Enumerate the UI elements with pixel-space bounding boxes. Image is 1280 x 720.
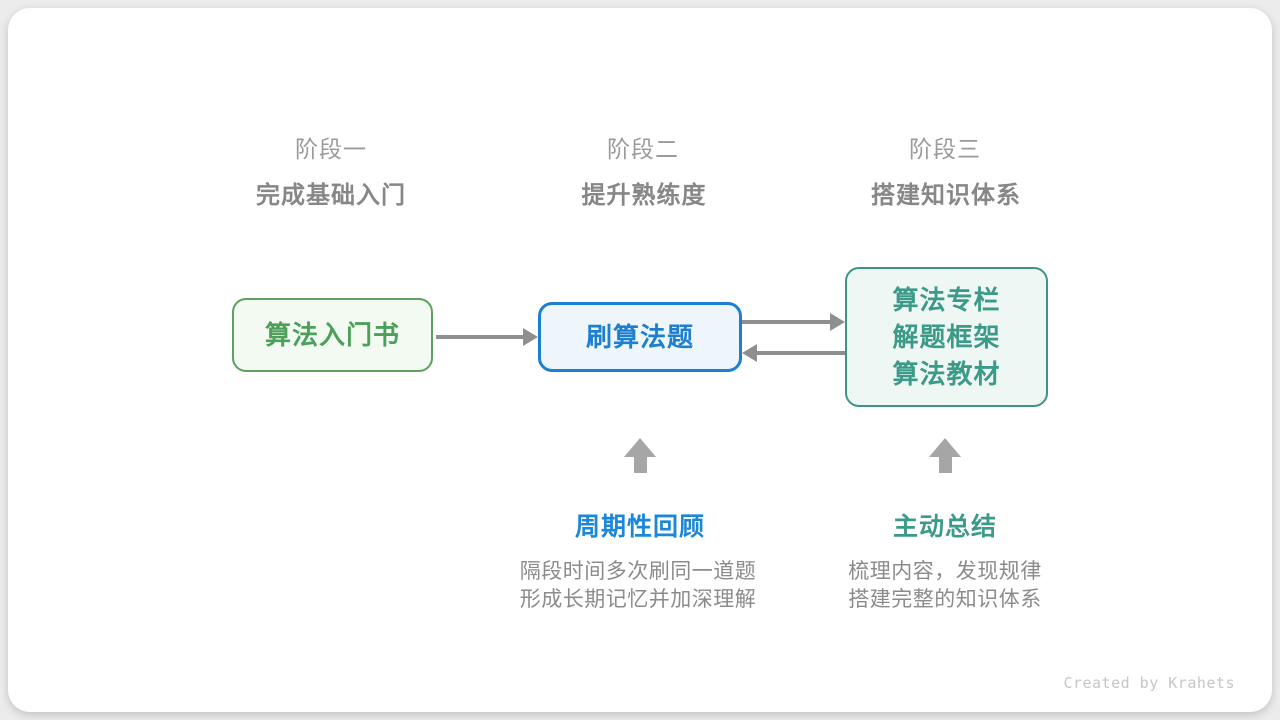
stage-2-subtitle: 提升熟练度 [581,182,707,209]
node-label: 算法专栏 [892,284,1001,315]
node-label: 解题框架 [892,321,1001,352]
diagram-card: 阶段一 阶段二 阶段三 完成基础入门 提升熟练度 搭建知识体系 算法入门书 刷算… [8,8,1272,712]
arrow-shaft [742,320,831,324]
node-label: 算法教材 [892,358,1001,389]
up-arrow-stem [634,456,647,473]
arrow-head-right [830,313,845,331]
stage-3-subtitle: 搭建知识体系 [871,182,1021,209]
desc-line: 形成长期记忆并加深理解 [519,588,757,611]
stage-2-label: 阶段二 [607,136,679,162]
up-arrow-head [929,438,961,457]
credit-text: Created by Krahets [1063,674,1235,692]
desc-line: 隔段时间多次刷同一道题 [519,560,757,583]
stage-3-label: 阶段三 [909,136,981,162]
arrow-shaft [436,335,525,339]
node-label: 算法入门书 [264,319,400,350]
node-algorithm-intro-book: 算法入门书 [232,298,433,372]
node-solve-algorithm-problems: 刷算法题 [538,302,742,372]
stage-1-label: 阶段一 [295,136,367,162]
node-knowledge-resources: 算法专栏 解题框架 算法教材 [845,267,1048,407]
annotation-active-summary-desc: 梳理内容，发现规律 搭建完整的知识体系 [775,558,1115,614]
arrow-head-left [742,344,757,362]
up-arrow-stem [939,456,952,473]
desc-line: 搭建完整的知识体系 [848,588,1042,611]
annotation-active-summary-title: 主动总结 [892,513,997,541]
desc-line: 梳理内容，发现规律 [848,560,1042,583]
arrow-head-right [523,328,538,346]
up-arrow-head [624,438,656,457]
annotation-periodic-review-title: 周期性回顾 [574,513,705,541]
arrow-shaft [756,351,845,355]
stage-1-subtitle: 完成基础入门 [256,182,406,209]
annotation-periodic-review-desc: 隔段时间多次刷同一道题 形成长期记忆并加深理解 [468,558,808,614]
node-label: 刷算法题 [585,321,694,352]
